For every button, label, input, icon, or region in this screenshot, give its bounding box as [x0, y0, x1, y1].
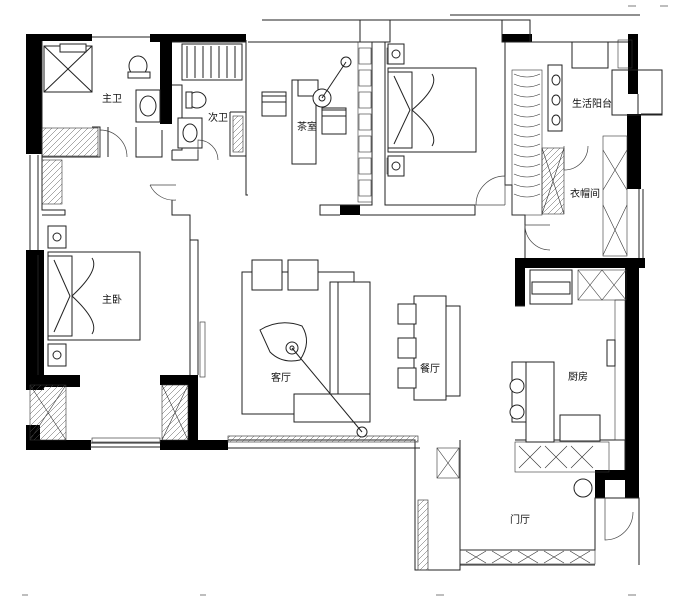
living-room-furniture	[241, 259, 371, 438]
outer-walls	[26, 34, 645, 498]
room-label-dining-room: 餐厅	[420, 364, 440, 375]
windows	[91, 321, 429, 571]
room-label-second-bath: 次卫	[208, 113, 228, 124]
dining-furniture	[397, 295, 461, 401]
room-label-master-bedroom: 主卧	[102, 295, 122, 306]
room-label-master-bath: 主卫	[102, 94, 122, 105]
cabinets	[29, 39, 633, 565]
doors	[99, 129, 634, 541]
room-label-kitchen: 厨房	[568, 372, 588, 383]
room-label-cloakroom: 衣帽间	[570, 189, 600, 200]
room-label-entrance-hall: 门厅	[510, 515, 530, 526]
room-label-utility-balcony: 生活阳台	[572, 99, 612, 110]
tea-table-set	[261, 56, 352, 165]
beds	[47, 43, 477, 367]
interior-partitions	[29, 14, 663, 571]
bathroom-fixtures	[43, 41, 609, 149]
room-label-tea-room: 茶室	[297, 122, 317, 133]
room-label-living-room: 客厅	[271, 373, 291, 384]
kitchen-furniture	[509, 269, 616, 498]
edge-marks	[22, 5, 668, 596]
